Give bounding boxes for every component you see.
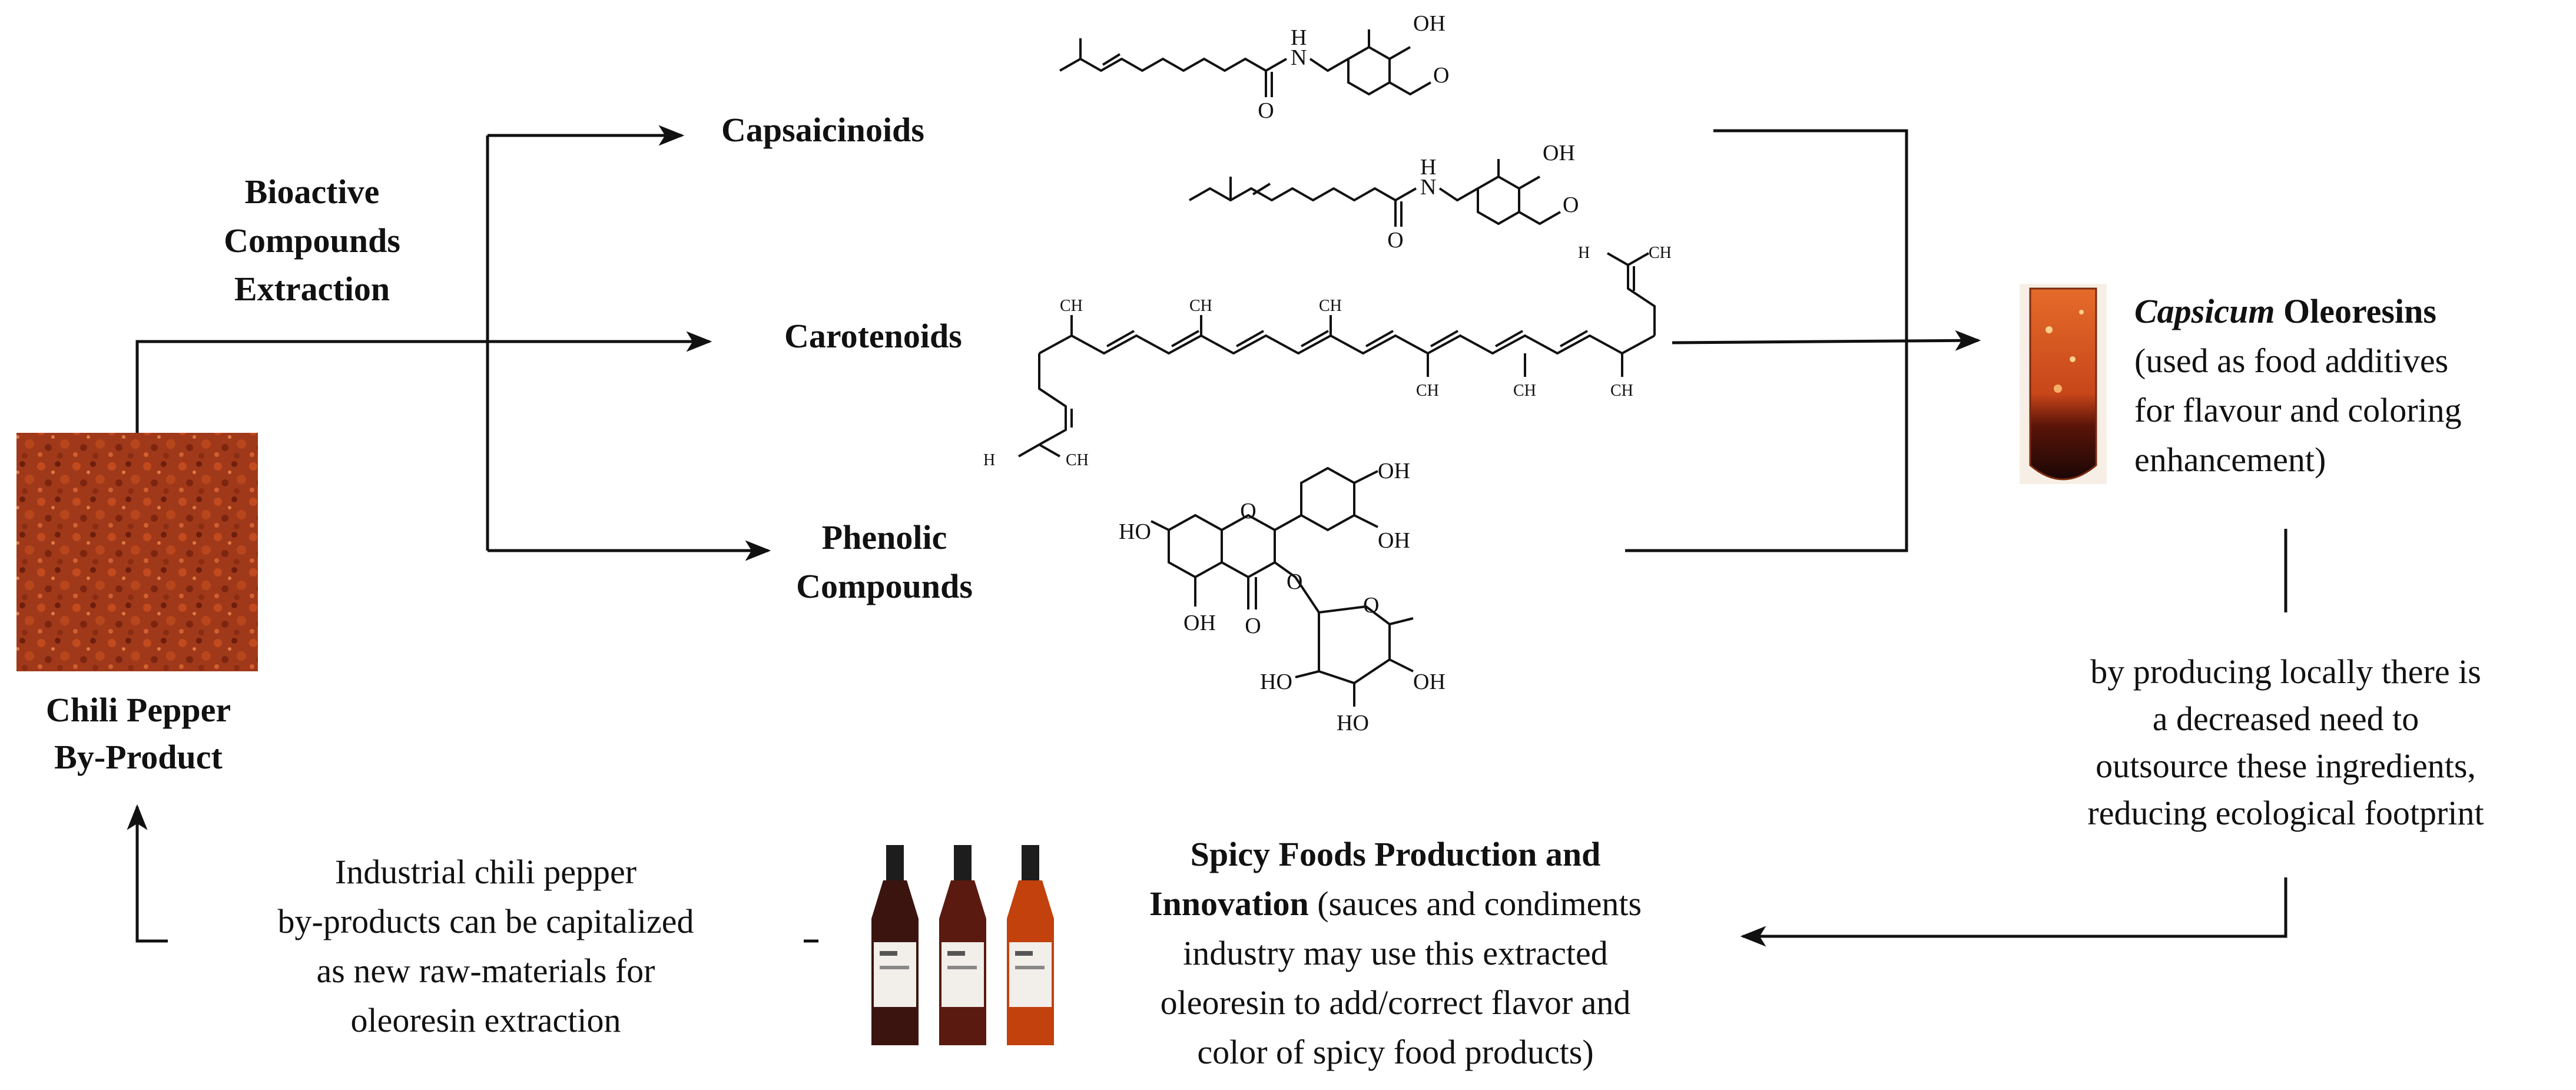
svg-text:HO: HO <box>1337 711 1369 735</box>
svg-text:HO: HO <box>1260 670 1292 694</box>
spicy-foods-line-5: color of spicy food products) <box>1197 1033 1593 1071</box>
oleoresins-title-rest: Oleoresins <box>2275 292 2436 330</box>
svg-text:OH: OH <box>1543 141 1575 165</box>
svg-text:CH: CH <box>1416 382 1439 400</box>
svg-text:CH: CH <box>1649 244 1672 262</box>
svg-text:CH: CH <box>1189 297 1212 315</box>
extraction-label-3: Extraction <box>234 270 390 308</box>
svg-text:OH: OH <box>1413 11 1446 36</box>
note-to-byproduct-left <box>127 804 168 943</box>
phenolic-label-1: Phenolic <box>822 518 947 556</box>
svg-text:O: O <box>1387 228 1403 253</box>
svg-text:N: N <box>1291 45 1307 70</box>
dihydrocapsaicin-structure: O N H OH O <box>1189 141 1579 253</box>
capitalize-note-line-4: oleoresin extraction <box>351 1001 621 1039</box>
svg-text:O: O <box>1240 499 1256 524</box>
spicy-foods-title-line-2: Innovation (sauces and condiments <box>1149 884 1642 923</box>
capitalize-note-line-2: by-products can be capitalized <box>278 902 694 940</box>
svg-text:O: O <box>1563 193 1579 217</box>
local-note-line-4: reducing ecological footprint <box>2087 794 2484 832</box>
svg-text:CH: CH <box>1319 297 1342 315</box>
svg-text:OH: OH <box>1413 670 1446 694</box>
oleoresins-line-2: (used as food additives <box>2134 342 2448 380</box>
local-note-line-3: outsource these ingredients, <box>2096 747 2476 785</box>
carotenoids-label: Carotenoids <box>784 317 962 355</box>
capitalize-note-line-1: Industrial chili pepper <box>335 853 636 891</box>
local-note-line-1: by producing locally there is <box>2090 652 2481 691</box>
svg-text:H: H <box>1420 155 1436 180</box>
oleoresins-line-4: enhancement) <box>2134 440 2326 479</box>
svg-text:H: H <box>1291 25 1307 50</box>
spicy-foods-title-line-1: Spicy Foods Production and <box>1191 835 1601 873</box>
chili-powder-image <box>16 433 258 671</box>
svg-text:H: H <box>1578 244 1590 262</box>
spicy-foods-title-rest: (sauces and condiments <box>1309 884 1642 923</box>
svg-text:OH: OH <box>1378 528 1410 553</box>
capsaicinoids-label: Capsaicinoids <box>721 111 924 149</box>
svg-text:CH: CH <box>1513 382 1536 400</box>
source-product-label-2: By-Product <box>54 738 223 776</box>
svg-text:O: O <box>1363 593 1379 618</box>
svg-text:O: O <box>1287 569 1302 594</box>
local-note-line-2: a decreased need to <box>2153 700 2419 738</box>
spicy-foods-line-4: oleoresin to add/correct flavor and <box>1161 983 1631 1022</box>
spicy-foods-line-3: industry may use this extracted <box>1183 934 1608 972</box>
svg-text:OH: OH <box>1378 459 1410 483</box>
extraction-riser-line <box>135 331 712 433</box>
extraction-label-1: Bioactive <box>245 173 380 211</box>
svg-text:HO: HO <box>1119 519 1151 544</box>
svg-text:OH: OH <box>1183 611 1216 635</box>
svg-text:CH: CH <box>1610 382 1633 400</box>
oleoresin-tube-image <box>2020 284 2107 484</box>
oleoresins-line-3: for flavour and coloring <box>2134 391 2462 429</box>
svg-text:H: H <box>983 451 995 469</box>
svg-text:O: O <box>1258 98 1274 123</box>
capitalize-note-line-3: as new raw-materials for <box>317 952 655 990</box>
phenolic-structure: OH OH HO O OH O O O HO HO OH <box>1119 459 1446 735</box>
spicy-foods-innovation: Innovation <box>1149 884 1309 923</box>
arrow-to-spicy-foods <box>1740 877 2287 947</box>
extraction-label-2: Compounds <box>224 221 400 260</box>
svg-text:CH: CH <box>1066 451 1089 469</box>
sauce-bottles-image <box>871 845 1054 1045</box>
arrow-to-oleoresins <box>1672 330 1981 351</box>
source-product-label-1: Chili Pepper <box>46 691 231 729</box>
oleoresins-title-italic: Capsicum <box>2134 292 2275 330</box>
oleoresins-title: Capsicum Oleoresins <box>2134 292 2436 330</box>
svg-text:O: O <box>1433 63 1449 88</box>
svg-text:CH: CH <box>1060 297 1083 315</box>
svg-text:N: N <box>1420 175 1436 200</box>
capsaicin-structure: O N H OH O <box>1059 11 1449 123</box>
svg-text:O: O <box>1245 614 1261 638</box>
phenolic-label-2: Compounds <box>796 567 973 605</box>
carotenoid-structure: CH CH CH CH CH CH CH H H CH <box>983 244 1672 469</box>
